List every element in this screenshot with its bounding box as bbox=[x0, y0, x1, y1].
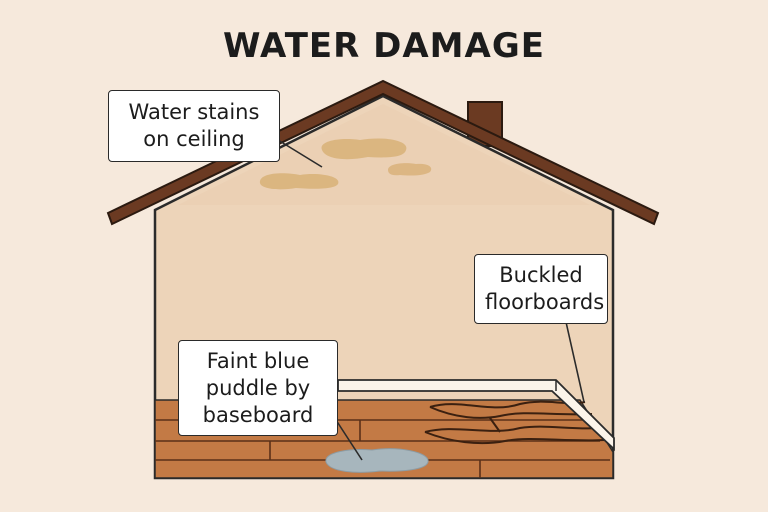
callout-line: baseboard bbox=[202, 402, 314, 427]
callout-blue-puddle: Faint blue puddle by baseboard bbox=[178, 340, 338, 436]
page-title: WATER DAMAGE bbox=[223, 26, 545, 66]
stain-right bbox=[388, 163, 432, 176]
callout-ceiling-stains: Water stains on ceiling bbox=[108, 90, 280, 162]
leader-lines bbox=[277, 139, 585, 461]
callout-line: floorboards bbox=[485, 290, 605, 314]
callout-line: Faint blue bbox=[206, 348, 310, 373]
callout-buckled-floorboards: Buckled floorboards bbox=[474, 254, 608, 324]
roof bbox=[106, 79, 660, 226]
stain-large bbox=[321, 138, 407, 160]
ceiling-stains bbox=[259, 138, 432, 190]
callout-line: puddle by bbox=[205, 375, 311, 400]
callout-line: on ceiling bbox=[143, 127, 245, 151]
callout-line: Water stains bbox=[128, 100, 260, 124]
puddle bbox=[325, 448, 429, 473]
stain-left bbox=[259, 173, 339, 190]
callout-line: Buckled bbox=[499, 263, 583, 287]
